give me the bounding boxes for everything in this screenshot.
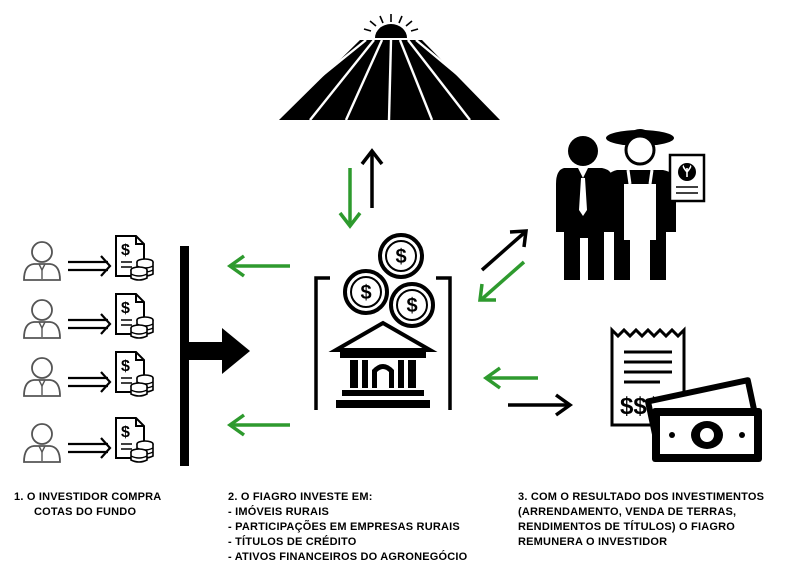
step-1-line-2: COTAS DO FUNDO [34, 506, 137, 518]
step-3-line-1: COM O RESULTADO DOS INVESTIMENTOS [530, 491, 765, 503]
document-coins-icon [115, 351, 154, 397]
fund-to-farm-arrow [360, 148, 384, 208]
document-coins-icon [115, 417, 154, 463]
investor-row-3 [23, 351, 154, 397]
document-coins-icon [115, 293, 154, 339]
investor-row-1 [23, 235, 154, 281]
money-to-fund-arrow [482, 366, 538, 390]
fiagro-fund-building-icon [314, 233, 452, 410]
step-3-caption: 3. COM O RESULTADO DOS INVESTIMENTOS (AR… [518, 490, 778, 550]
step-2-caption: 2. O FIAGRO INVESTE EM: - IMÓVEIS RURAIS… [228, 490, 498, 565]
step-2-heading: O FIAGRO INVESTE EM: [240, 491, 373, 503]
businessman-farmer-icon [556, 129, 706, 280]
partners-to-fund-arrow [478, 260, 526, 302]
fund-to-money-arrow [508, 393, 574, 417]
farm-to-fund-arrow [338, 168, 362, 229]
step-3-line-4: REMUNERA O INVESTIDOR [518, 536, 668, 548]
step-2-item: - PARTICIPAÇÕES EM EMPRESAS RURAIS [228, 521, 460, 533]
step-1-line-1: O INVESTIDOR COMPRA [26, 491, 162, 503]
farm-field-icon [279, 14, 500, 121]
receipt-banknotes-icon: $$$ [610, 326, 762, 462]
investor-row-4 [23, 417, 154, 463]
step-2-item: - IMÓVEIS RURAIS [228, 506, 329, 518]
investor-person-icon [23, 241, 61, 281]
fund-to-partners-arrow [480, 229, 528, 272]
investor-person-icon [23, 299, 61, 339]
step-2-item: - ATIVOS FINANCEIROS DO AGRONEGÓCIO [228, 551, 468, 563]
step-1-number: 1. [14, 491, 24, 503]
step-3-line-3: RENDIMENTOS DE TÍTULOS) O FIAGRO [518, 521, 736, 533]
investor-person-icon [23, 357, 61, 397]
step-2-number: 2. [228, 491, 238, 503]
investor-person-icon [23, 423, 61, 463]
fund-to-investors-arrow-top [226, 254, 290, 278]
step-1-caption: 1. O INVESTIDOR COMPRA COTAS DO FUNDO [14, 490, 204, 520]
step-2-item: - TÍTULOS DE CRÉDITO [228, 536, 357, 548]
fund-to-investors-arrow-bottom [226, 413, 290, 437]
document-coins-icon [115, 235, 154, 281]
investors-to-fund-arrow [180, 246, 250, 466]
investor-row-2 [23, 293, 154, 339]
step-3-line-2: (ARRENDAMENTO, VENDA DE TERRAS, [518, 506, 737, 518]
step-3-number: 3. [518, 491, 528, 503]
